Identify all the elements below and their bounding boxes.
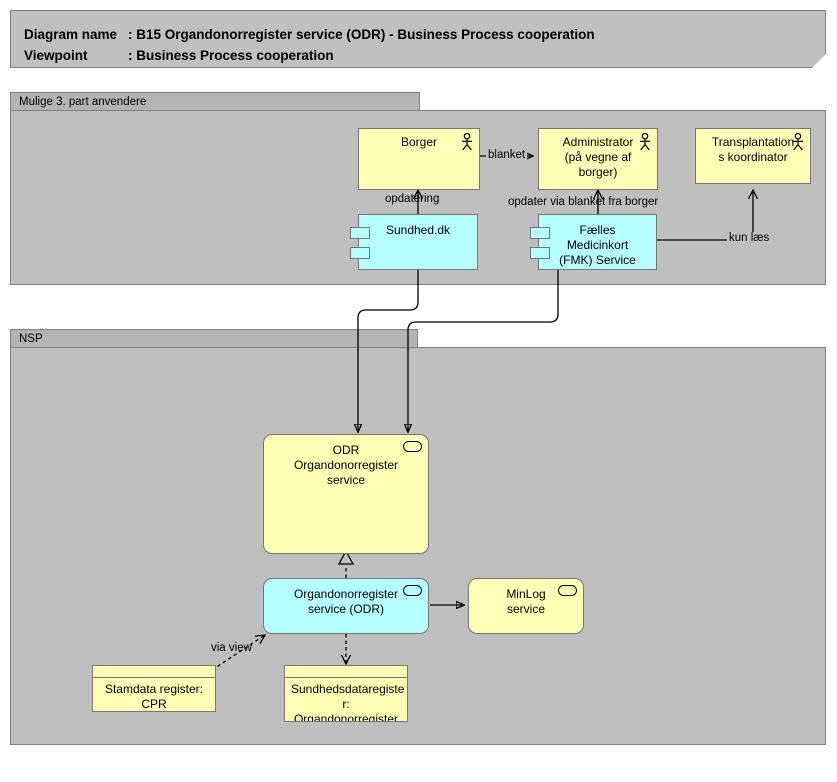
diagram-name-row: Diagram name: B15 Organdonorregister ser… (24, 27, 595, 42)
diagram-title-box: Diagram name: B15 Organdonorregister ser… (10, 10, 826, 68)
node-stamdata-register-cpr[interactable]: Stamdata register: CPR (92, 665, 216, 712)
diagram-name-label: Diagram name (24, 27, 118, 42)
node-minlog-service-label: MinLog service (506, 587, 546, 616)
service-icon (403, 585, 422, 596)
node-sundhedsdataregister-organdonorregister-label: Sundhedsdataregiste r: Organdonorregiste… (291, 682, 405, 722)
node-sundhedsdataregister-organdonorregister[interactable]: Sundhedsdataregiste r: Organdonorregiste… (284, 665, 408, 722)
node-stamdata-register-cpr-label: Stamdata register: CPR (104, 682, 204, 711)
component-tab-icon (350, 227, 370, 239)
node-administrator-label: Administrator (på vegne af borger) (562, 135, 634, 179)
node-organdonorregister-service-odr[interactable]: Organdonorregister service (ODR) (263, 578, 429, 634)
component-tab-icon (530, 227, 550, 239)
service-icon (403, 441, 422, 452)
node-transplantationskoordinator-label: Transplantation s koordinator (711, 135, 795, 164)
data-object-band (93, 666, 215, 678)
node-sundhed-dk[interactable]: Sundhed.dk (350, 214, 478, 270)
actor-icon (462, 133, 472, 151)
actor-icon (640, 133, 650, 151)
node-odr-organdonorregister-service-label: ODR Organdonorregister service (293, 443, 399, 487)
actor-icon (793, 133, 803, 151)
node-odr-organdonorregister-service[interactable]: ODR Organdonorregister service (263, 434, 429, 554)
node-borger[interactable]: Borger (358, 128, 480, 190)
title-fold-corner (812, 54, 826, 68)
edge-label-opdater-via-blanket: opdater via blanket fra borger (508, 196, 659, 208)
node-fmk-service-label: Fælles Medicinkort (FMK) Service (559, 223, 636, 267)
service-icon (558, 585, 577, 596)
node-sundhed-dk-label: Sundhed.dk (385, 223, 451, 237)
node-administrator[interactable]: Administrator (på vegne af borger) (538, 128, 658, 190)
node-transplantationskoordinator[interactable]: Transplantation s koordinator (695, 128, 811, 184)
edge-label-opdatering: opdatering (385, 193, 440, 205)
viewpoint-row: Viewpoint: Business Process cooperation (24, 48, 334, 63)
component-tab-icon (350, 247, 370, 259)
viewpoint-separator: : (128, 48, 137, 63)
viewpoint-label: Viewpoint (24, 48, 88, 63)
group-header-third-party: Mulige 3. part anvendere (10, 92, 420, 111)
node-organdonorregister-service-odr-label: Organdonorregister service (ODR) (293, 587, 399, 616)
node-borger-label: Borger (400, 135, 438, 149)
group-header-nsp: NSP (10, 329, 418, 348)
diagram-name-value: B15 Organdonorregister service (ODR) - B… (136, 27, 595, 42)
viewpoint-value: Business Process cooperation (136, 48, 334, 63)
node-minlog-service[interactable]: MinLog service (468, 578, 584, 634)
edge-label-via-view: via view (211, 642, 252, 654)
edge-label-blanket: blanket (486, 149, 528, 161)
component-tab-icon (530, 247, 550, 259)
edge-label-kun-laes: kun læs (727, 232, 772, 244)
data-object-band (285, 666, 407, 678)
node-fmk-service[interactable]: Fælles Medicinkort (FMK) Service (530, 214, 657, 270)
diagram-name-separator: : (128, 27, 137, 42)
